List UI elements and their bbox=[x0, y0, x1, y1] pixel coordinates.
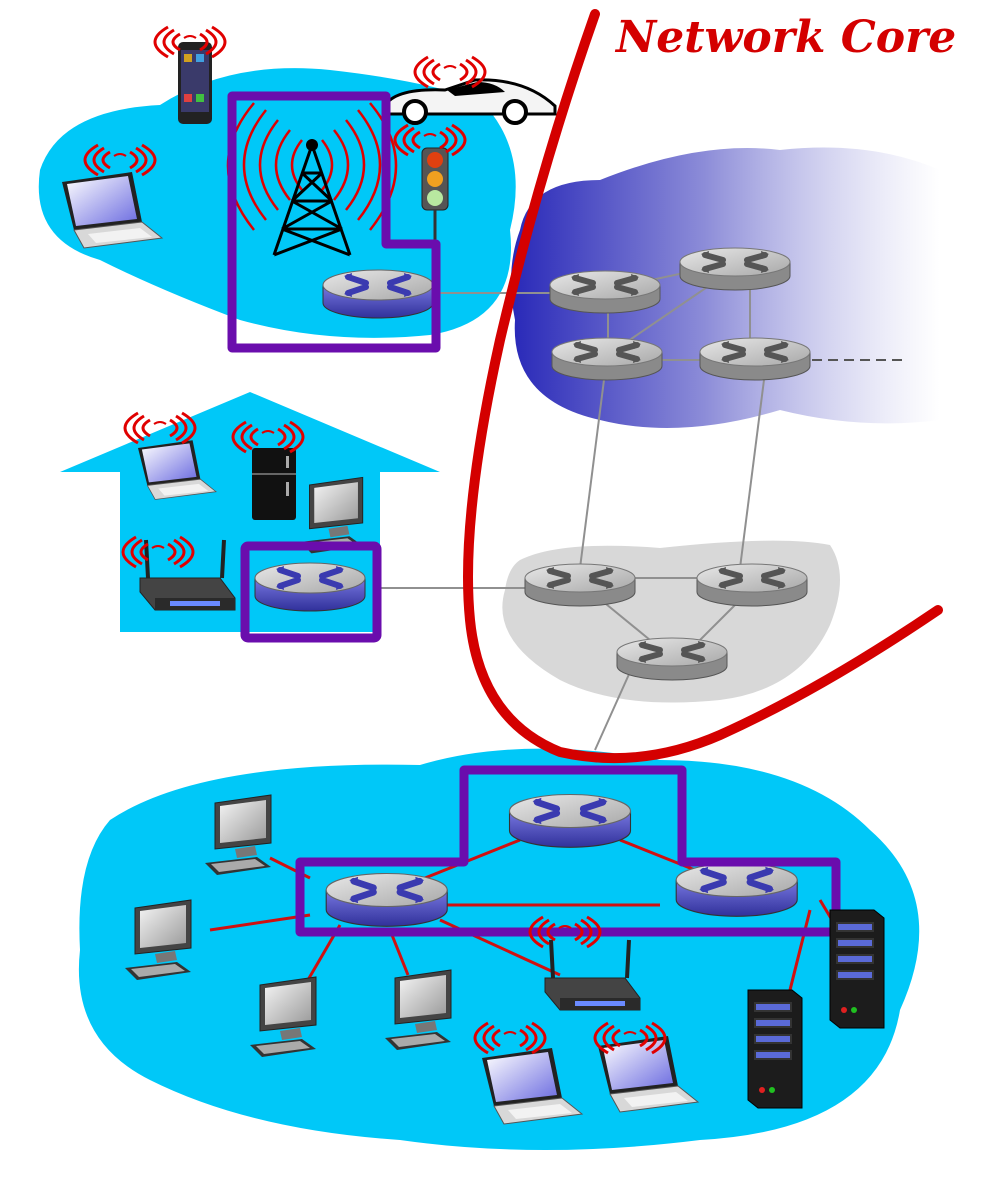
cell-tower-icon bbox=[226, 102, 398, 257]
desktop-computer-icon bbox=[124, 899, 192, 981]
router-icon bbox=[617, 638, 727, 680]
desktop-computer-icon bbox=[204, 794, 272, 876]
router-icon bbox=[550, 271, 660, 313]
smartphone-icon bbox=[178, 42, 212, 124]
desktop-computer-icon bbox=[249, 976, 317, 1058]
router-icon bbox=[697, 564, 807, 606]
router-icon bbox=[676, 864, 797, 917]
router-icon bbox=[510, 795, 631, 848]
edge-router-highlight-mobile bbox=[227, 91, 441, 353]
desktop-computer-icon bbox=[384, 969, 452, 1051]
server-icon bbox=[747, 989, 803, 1109]
network-core-boundary bbox=[463, 9, 943, 764]
server-icon bbox=[829, 909, 885, 1029]
router-icon bbox=[552, 338, 662, 380]
refrigerator-icon bbox=[252, 448, 296, 520]
edge-router-highlight-home bbox=[240, 541, 382, 643]
router-icon bbox=[680, 248, 790, 290]
network-core-label: Network Core bbox=[614, 12, 956, 63]
enterprise-lan-links bbox=[209, 838, 852, 991]
router-icon bbox=[326, 874, 447, 927]
router-icon bbox=[525, 564, 635, 606]
router-icon bbox=[323, 270, 433, 318]
router-icon bbox=[255, 563, 365, 611]
traffic-light-icon bbox=[421, 147, 449, 243]
router-icon bbox=[700, 338, 810, 380]
